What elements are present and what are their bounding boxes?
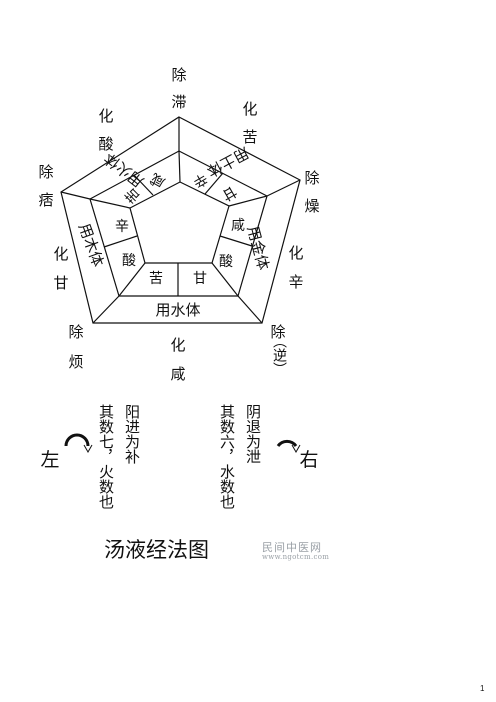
ring-water: 用水体 [155, 301, 200, 319]
cell-l-xin: 辛 [115, 219, 129, 235]
cell-l-suan: 酸 [122, 253, 136, 269]
left-arrowhead-icon [83, 444, 93, 454]
cell-ul-xian: 咸 [148, 170, 168, 191]
spoke-top [178, 150, 181, 183]
label-top-chu: 除 [171, 66, 186, 84]
side-right: 右 [299, 449, 318, 471]
spoke-lower-right [211, 262, 239, 297]
spoke-upper-left [89, 198, 131, 209]
label-left-chu: 除 [38, 163, 53, 181]
label-bottom-hua: 化 [170, 336, 185, 354]
label-ul-suan: 酸 [98, 135, 113, 153]
divider-upper-right [266, 179, 301, 197]
divider-lower-right [237, 295, 263, 324]
divider-lower-left [92, 295, 120, 324]
label-left-pi: 痞 [38, 191, 53, 209]
label-right-hua: 化 [288, 244, 303, 262]
inner-pentagon [129, 181, 230, 264]
page-number: 1 [480, 684, 485, 693]
outer-pentagon [60, 116, 301, 324]
ring-fire: 用火体 [101, 149, 148, 191]
label-ur-hua: 化 [242, 100, 257, 118]
right-rotation-arrow-icon [276, 439, 298, 447]
label-right-chu: 除 [304, 169, 319, 187]
label-top-zhi: 滞 [171, 93, 186, 111]
label-left-hua: 化 [53, 245, 68, 263]
cell-b-gan: 甘 [193, 271, 207, 287]
side-left: 左 [40, 449, 59, 471]
spoke-lower-left [118, 262, 146, 297]
mid-div-right [219, 235, 253, 247]
label-lr-ni: （逆） [271, 334, 287, 376]
note-yang-number: 其数七，火数也 [97, 404, 115, 509]
divider-upper-left [60, 191, 91, 200]
label-lr-chu: 除 [270, 323, 285, 341]
label-ul-hua: 化 [98, 107, 113, 125]
label-ll-chu: 除 [68, 323, 83, 341]
note-yang-advance: 阳进为补 [123, 404, 141, 464]
cell-ur-xin: 辛 [190, 170, 210, 191]
spoke-upper-right [228, 195, 268, 207]
label-right-zao: 燥 [304, 197, 319, 215]
cell-r-xian: 咸 [231, 218, 245, 234]
left-rotation-arrow-icon [64, 433, 90, 447]
note-yin-retreat: 阴退为泄 [244, 404, 262, 464]
mid-div-left [103, 235, 138, 248]
ring-wood: 用木体 [75, 221, 107, 269]
ring-metal: 用金体 [243, 224, 272, 272]
mid-div-upper-left [133, 174, 154, 196]
note-yin-number: 其数六，水数也 [218, 404, 236, 509]
cell-b-ku: 苦 [149, 271, 163, 287]
ring-earth: 用土体 [204, 143, 252, 180]
diagram-title: 汤液经法图 [104, 538, 209, 562]
label-right-xin: 辛 [288, 273, 303, 291]
mid-div-upper-right [204, 172, 224, 195]
cell-ur-gan: 甘 [219, 183, 239, 204]
label-bottom-xian: 咸 [170, 365, 185, 383]
cell-r-suan: 酸 [219, 254, 233, 270]
label-ll-fan: 烦 [68, 353, 83, 371]
watermark: 民间中医网 www.ngotcm.com [262, 541, 330, 562]
right-arrowhead-icon [291, 444, 301, 454]
label-left-gan: 甘 [53, 274, 68, 292]
watermark-name: 民间中医网 [262, 541, 322, 554]
watermark-url: www.ngotcm.com [262, 553, 330, 562]
label-ur-ku: 苦 [242, 128, 257, 146]
